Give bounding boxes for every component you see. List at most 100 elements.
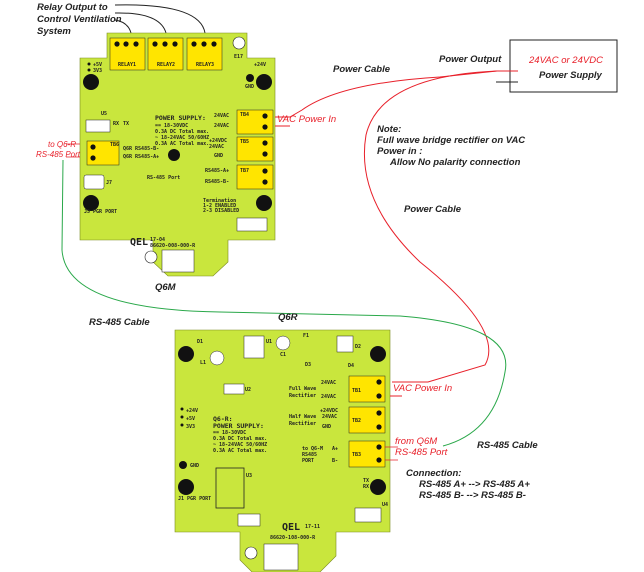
q6r-header-connector: [263, 543, 299, 571]
svg-text:+24VDC: +24VDC: [209, 138, 227, 144]
svg-text:24VAC: 24VAC: [321, 380, 336, 386]
svg-text:RS485-B-: RS485-B-: [205, 179, 229, 185]
power-cable-q6r: [363, 70, 498, 383]
rs485-cable-label-left: RS-485 Cable: [89, 317, 150, 328]
psu-voltage-label: 24VAC or 24VDC: [529, 55, 603, 66]
svg-text:RS485-A+: RS485-A+: [205, 168, 229, 174]
q6m-relay-terminals: RELAY1 RELAY2 RELAY3: [109, 37, 223, 71]
q6r-part-number: 86620-108-000-R: [270, 535, 316, 541]
svg-text:Q6R RS485-B-: Q6R RS485-B-: [123, 146, 159, 152]
svg-text:L1: L1: [200, 360, 206, 366]
q6r-board: +24V +5V 3V3 GND Q6-R: POWER SUPPLY: == …: [174, 329, 391, 572]
power-cable-label-top: Power Cable: [333, 64, 391, 75]
svg-text:Q6R RS485-A+: Q6R RS485-A+: [123, 154, 159, 160]
q6r-pgr-port-label: J1 PGR PORT: [178, 496, 211, 502]
svg-text:F1: F1: [303, 333, 309, 339]
svg-text:24VAC: 24VAC: [322, 414, 337, 420]
svg-text:D2: D2: [355, 344, 361, 350]
power-supply-box: [509, 39, 618, 93]
svg-text:2-3 DISABLED: 2-3 DISABLED: [203, 208, 239, 214]
svg-text:Rectifier: Rectifier: [289, 393, 316, 399]
relay2-label: RELAY2: [157, 62, 175, 68]
q6r-rev: 17-11: [305, 524, 320, 530]
svg-text:TX: TX: [363, 478, 369, 484]
tx-label: TX: [123, 121, 129, 127]
q6m-tb6: TB6 Q6R RS485-B- Q6R RS485-A+: [86, 140, 159, 166]
svg-text:GND: GND: [214, 153, 223, 159]
svg-text:GND: GND: [322, 424, 331, 430]
vac-power-in-q6r-label: VAC Power In: [393, 383, 453, 394]
svg-text:24VAC: 24VAC: [214, 113, 229, 119]
q6m-tb4: 24VAC 24VAC TB4: [214, 109, 274, 135]
svg-text:RX: RX: [363, 484, 369, 490]
svg-text:to Q6-M: to Q6-M: [302, 446, 323, 452]
power-output-label: Power Output: [439, 54, 502, 65]
termination-label: Termination: [203, 198, 236, 204]
pgr-port-label: J5 PGR PORT: [84, 209, 117, 215]
q6r-tb3: to Q6-M RS485 PORT A+ B- TB3: [302, 440, 386, 468]
svg-text:TB1: TB1: [352, 388, 361, 394]
svg-text:TB7: TB7: [240, 168, 249, 174]
q6m-label: Q6M: [155, 282, 176, 293]
qel-logo: QEL: [282, 522, 300, 533]
relay3-label: RELAY3: [196, 62, 214, 68]
q6m-power-supply-text: POWER SUPPLY: == 18-30VDC 0.3A DC Total …: [155, 114, 209, 147]
rail-5v: +5V: [93, 62, 102, 68]
svg-text:A+: A+: [332, 446, 338, 452]
psu-name-label: Power Supply: [539, 70, 602, 81]
rohs-icon: [244, 546, 258, 560]
relay3-leader: [114, 4, 206, 34]
svg-text:TB2: TB2: [352, 418, 361, 424]
q6m-header-connector: [161, 249, 195, 273]
q6m-part-number: 86620-008-000-R: [150, 243, 196, 249]
svg-text:POWER SUPPLY:: POWER SUPPLY:: [155, 114, 206, 122]
qel-logo: QEL: [130, 237, 148, 248]
svg-text:D4: D4: [348, 363, 354, 369]
svg-text:B-: B-: [332, 458, 338, 464]
svg-text:+24VDC: +24VDC: [320, 408, 338, 414]
svg-text:== 18-30VDC: == 18-30VDC: [155, 123, 188, 129]
q6r-rail-5v: +5V: [186, 416, 195, 422]
q6r-tb1: Full Wave Rectifier 24VAC 24VAC TB1: [289, 375, 386, 403]
q6r-power-supply-text: Q6-R: POWER SUPPLY: == 18-30VDC 0.3A DC …: [213, 415, 267, 454]
relay1-label: RELAY1: [118, 62, 136, 68]
svg-text:Half Wave: Half Wave: [289, 414, 316, 420]
q6m-rev: 17-04: [150, 237, 165, 243]
q6m-board: RELAY1 RELAY2 RELAY3 E17 +5V 3V3 +24V GN…: [79, 32, 276, 277]
rail-3v3: 3V3: [93, 68, 102, 74]
relay1-leader: [114, 19, 132, 34]
rohs-icon: [144, 250, 158, 264]
vac-power-in-q6m-label: VAC Power In: [277, 114, 337, 125]
e17-label: E17: [234, 54, 243, 60]
svg-text:D3: D3: [305, 362, 311, 368]
svg-text:1-2 ENABLED: 1-2 ENABLED: [203, 203, 236, 209]
relay-output-label: Relay Output to Control Ventilation Syst…: [37, 2, 122, 37]
svg-text:TB5: TB5: [240, 139, 249, 145]
svg-text:U1: U1: [266, 339, 272, 345]
svg-text:0.3A DC Total max.: 0.3A DC Total max.: [155, 129, 209, 135]
rs485-ticks: [66, 143, 398, 461]
q6r-label: Q6R: [278, 312, 298, 323]
q6r-rail-gnd: GND: [190, 463, 199, 469]
svg-text:24VAC: 24VAC: [321, 394, 336, 400]
svg-text:24VAC: 24VAC: [214, 123, 229, 129]
svg-text:TB4: TB4: [240, 112, 249, 118]
rail-24v: +24V: [254, 62, 266, 68]
svg-text:D1: D1: [197, 339, 203, 345]
svg-text:0.3A DC Total max.: 0.3A DC Total max.: [213, 436, 267, 442]
rs485-cable: [61, 159, 507, 447]
q6m-tb7: RS485-A+ RS485-B- TB7: [205, 164, 274, 190]
u5-label: U5: [101, 111, 107, 117]
j7-label: J7: [106, 180, 112, 186]
svg-text:~ 18-24VAC 50/60HZ: ~ 18-24VAC 50/60HZ: [155, 135, 209, 141]
svg-text:U2: U2: [245, 387, 251, 393]
rx-label: RX: [113, 121, 119, 127]
q6r-rail-24v: +24V: [186, 408, 198, 414]
connection-text: Connection: RS-485 A+ --> RS-485 A+ RS-4…: [406, 468, 530, 501]
q6r-tb2: Half Wave Rectifier +24VDC 24VAC GND TB2: [289, 406, 386, 434]
